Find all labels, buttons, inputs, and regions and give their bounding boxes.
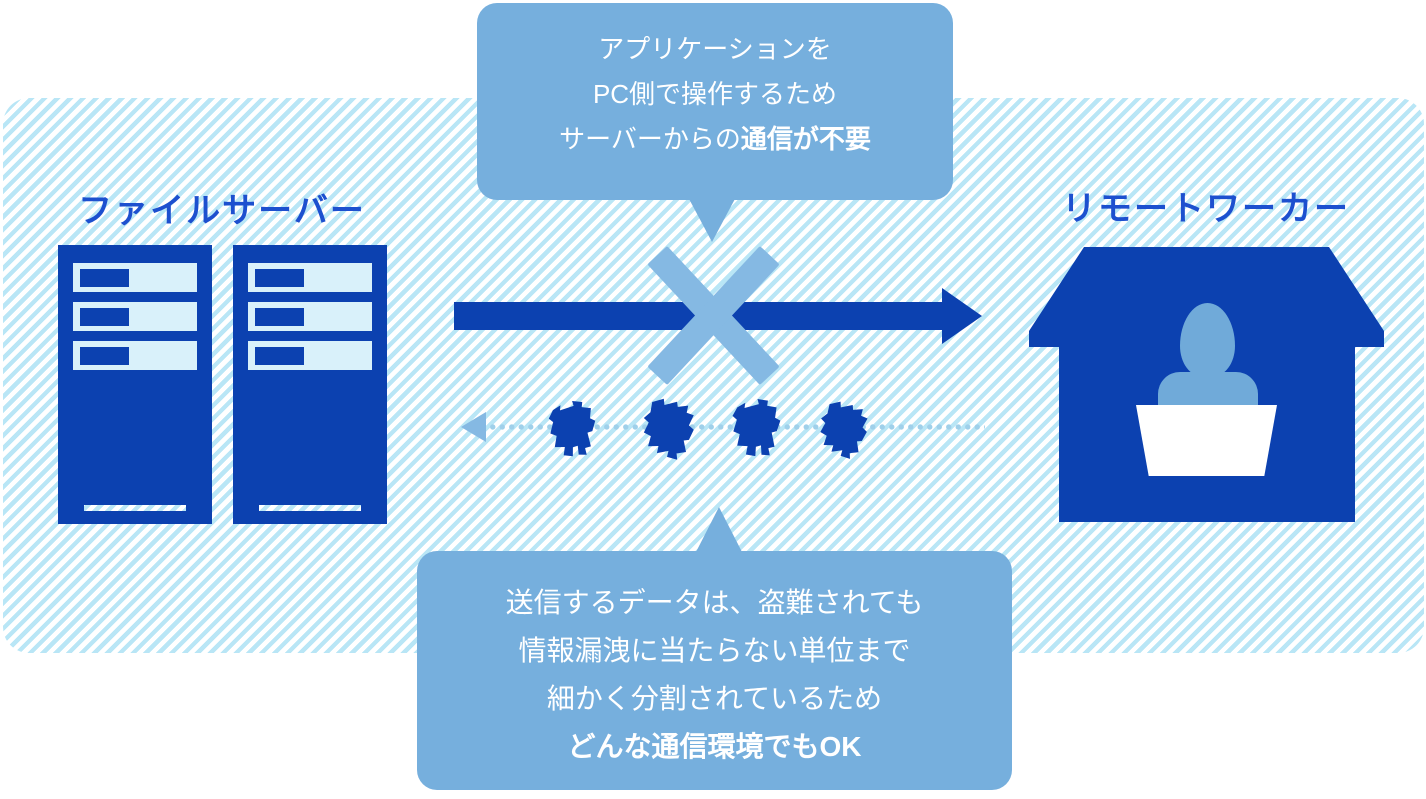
drive-led xyxy=(255,308,304,326)
bottom-bubble-line1: 送信するデータは、盗難されても xyxy=(505,587,924,618)
blocked-x-icon xyxy=(631,233,796,398)
bottom-bubble-line4: どんな通信環境でもOK xyxy=(567,731,862,762)
file-server-label: ファイルサーバー xyxy=(78,192,366,230)
server-drive-bay xyxy=(73,302,197,331)
server-base xyxy=(58,511,212,524)
person-head-icon xyxy=(1180,303,1235,377)
bottom-bubble-line3: 細かく分割されているため xyxy=(546,683,883,714)
server-foot xyxy=(361,505,387,511)
return-arrow-head-icon xyxy=(461,412,486,442)
drive-led xyxy=(80,269,129,287)
server-drive-bay xyxy=(73,263,197,292)
forward-arrow-head-icon xyxy=(942,288,982,344)
drive-led xyxy=(255,269,304,287)
bottom-speech-bubble: 送信するデータは、盗難されても 情報漏洩に当たらない単位まで 細かく分割されてい… xyxy=(417,551,1012,790)
drive-led xyxy=(255,347,304,365)
server-foot xyxy=(233,505,259,511)
bottom-bubble-tail xyxy=(696,507,742,552)
data-fragment-icon xyxy=(548,401,596,457)
desk-icon xyxy=(1136,405,1277,476)
data-fragment-icon xyxy=(643,398,694,460)
top-bubble-line1: アプリケーションを xyxy=(598,34,832,64)
drive-led xyxy=(80,347,129,365)
top-bubble-line2: PC側で操作するため xyxy=(592,79,838,109)
server-drive-bay xyxy=(248,341,372,370)
server-base xyxy=(233,511,387,524)
top-bubble-line3: サーバーからの通信が不要 xyxy=(559,124,871,154)
bottom-bubble-line2: 情報漏洩に当たらない単位まで xyxy=(518,635,911,666)
server-foot xyxy=(186,505,212,511)
data-fragment-icon xyxy=(732,399,781,457)
server-foot xyxy=(58,505,84,511)
top-bubble-tail xyxy=(688,197,736,242)
server-drive-bay xyxy=(248,263,372,292)
server-drive-bay xyxy=(248,302,372,331)
top-speech-bubble: アプリケーションを PC側で操作するため サーバーからの通信が不要 xyxy=(477,3,953,200)
drive-led xyxy=(80,308,129,326)
server-drive-bay xyxy=(73,341,197,370)
data-fragment-icon xyxy=(820,401,868,459)
remote-worker-label: リモートワーカー xyxy=(1062,190,1350,228)
